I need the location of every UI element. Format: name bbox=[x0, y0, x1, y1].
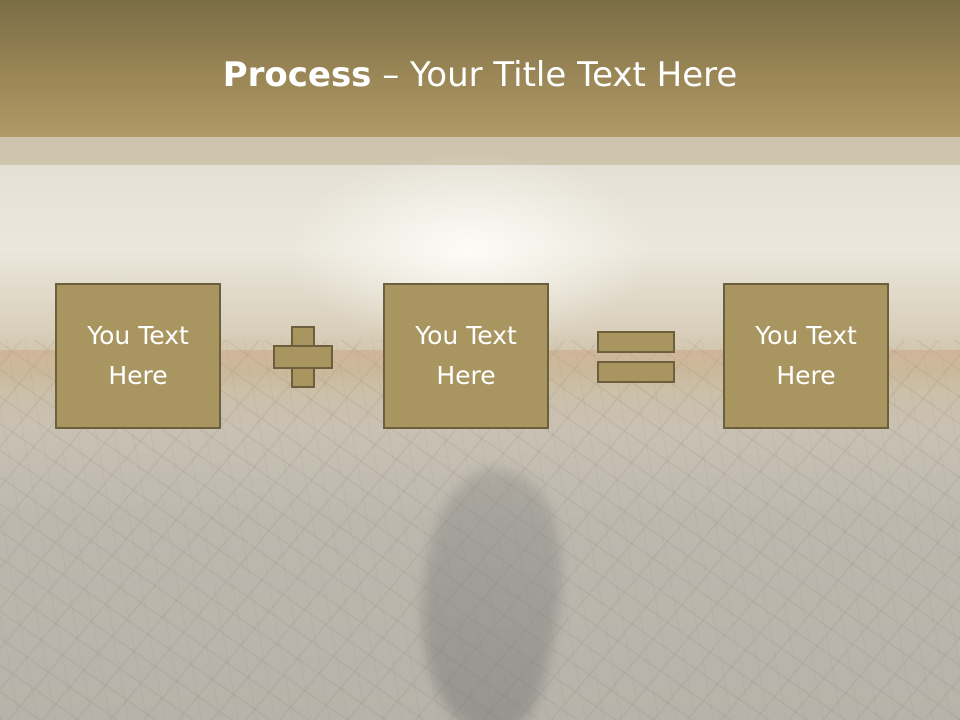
title-bar bbox=[0, 0, 960, 137]
process-box-1[interactable]: You Text Here bbox=[55, 283, 221, 429]
title-rest: – Your Title Text Here bbox=[371, 55, 738, 95]
equals-icon-top bbox=[597, 331, 675, 353]
slide-title: Process – Your Title Text Here bbox=[0, 52, 960, 98]
process-box-3[interactable]: You Text Here bbox=[723, 283, 889, 429]
equals-icon-bottom bbox=[597, 361, 675, 383]
process-box-2[interactable]: You Text Here bbox=[383, 283, 549, 429]
title-bold: Process bbox=[222, 55, 372, 95]
title-bar-strip bbox=[0, 137, 960, 165]
plus-icon-center bbox=[293, 347, 313, 367]
process-box-2-text: You Text Here bbox=[415, 321, 517, 390]
process-box-3-text: You Text Here bbox=[755, 321, 857, 390]
process-box-1-text: You Text Here bbox=[87, 321, 189, 390]
